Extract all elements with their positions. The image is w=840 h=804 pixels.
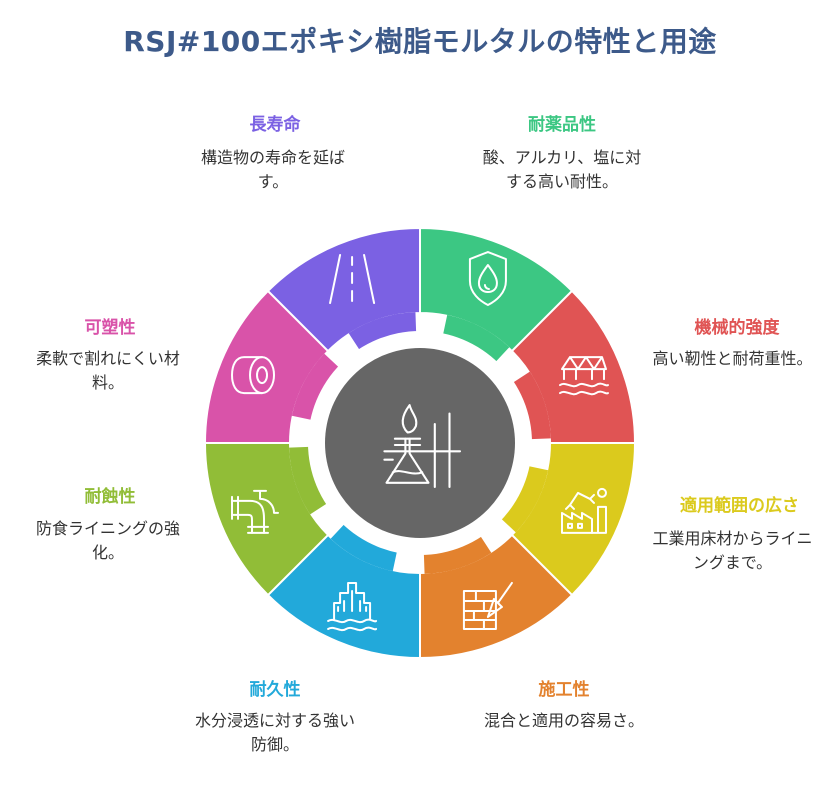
label-title-longevity: 長寿命 <box>249 115 301 135</box>
tape-roll-icon <box>231 356 276 395</box>
water-drop-shield-icon <box>468 251 507 307</box>
label-title-plasticity: 可塑性 <box>84 318 136 338</box>
center-disc <box>325 348 515 538</box>
factory-robot-icon <box>560 487 607 534</box>
label-title-corrosion: 耐蝕性 <box>84 487 136 507</box>
segment-tab-applications <box>498 465 549 533</box>
label-desc-chemical: 酸、アルカリ、塩に対する高い耐性。 <box>482 148 642 191</box>
pipe-icon <box>231 489 280 534</box>
label-desc-applications: 工業用床材からライニングまで。 <box>652 529 813 572</box>
label-desc-corrosion: 防食ライニングの強化。 <box>35 519 180 562</box>
diagram-title: RSJ#100エポキシ樹脂モルタルの特性と用途 <box>123 25 717 58</box>
segment-tab-longevity <box>348 312 417 353</box>
segment-tab-plasticity <box>291 353 342 421</box>
brick-trowel-icon <box>462 581 513 630</box>
segment-tab-corrosion <box>289 446 330 515</box>
bridge-icon <box>558 356 609 396</box>
building-water-icon <box>327 581 378 632</box>
segment-tab-mechanical <box>510 371 551 440</box>
segment-tab-chemical <box>442 314 510 365</box>
flask-burner-icon <box>383 404 462 489</box>
segment-tab-durability <box>330 521 398 572</box>
label-desc-mechanical: 高い靭性と耐荷重性。 <box>652 349 813 368</box>
label-title-mechanical: 機械的強度 <box>694 318 780 338</box>
label-title-chemical: 耐薬品性 <box>528 115 596 135</box>
label-desc-longevity: 構造物の寿命を延ばす。 <box>200 148 345 191</box>
label-desc-workability: 混合と適用の容易さ。 <box>483 711 644 730</box>
road-icon <box>329 254 376 305</box>
label-title-applications: 適用範囲の広さ <box>680 496 799 516</box>
label-desc-plasticity: 柔軟で割れにくい材料。 <box>36 349 180 392</box>
segment-tab-workability <box>423 533 492 574</box>
label-title-durability: 耐久性 <box>249 680 301 700</box>
label-desc-durability: 水分浸透に対する強い防御。 <box>194 711 355 754</box>
label-title-workability: 施工性 <box>538 680 590 700</box>
